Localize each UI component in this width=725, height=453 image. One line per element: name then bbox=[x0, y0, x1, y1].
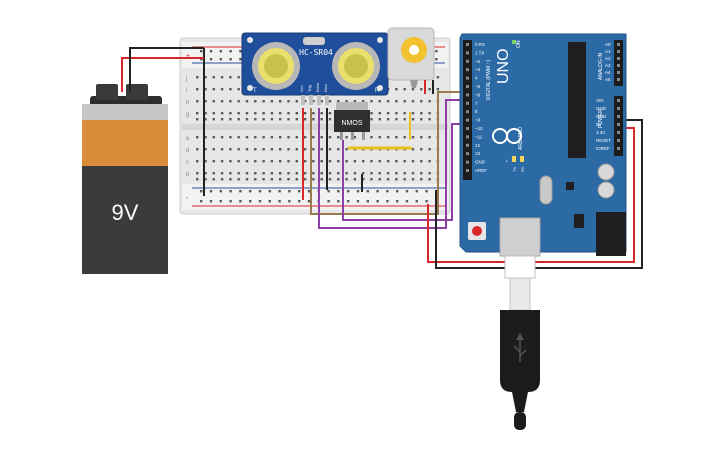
sensor-pin-trig: Trig bbox=[307, 85, 312, 92]
header-pins bbox=[466, 43, 620, 172]
rail-plus-label: + bbox=[186, 53, 190, 60]
ultrasonic-sensor: HC-SR04 T R Vcc Trig Echo Gnd bbox=[241, 32, 389, 105]
row-letter: e bbox=[186, 136, 190, 142]
analog-pin-label: A1 bbox=[605, 49, 611, 54]
power-pin-label: 5V bbox=[596, 122, 602, 127]
analog-header-label: ANALOG IN bbox=[598, 52, 604, 80]
row-letter: g bbox=[186, 112, 189, 118]
digital-pin-label: 1 TX bbox=[475, 50, 484, 55]
battery-label: 9V bbox=[112, 200, 139, 225]
power-pin-label: GND bbox=[596, 114, 607, 119]
sensor-pin-gnd: Gnd bbox=[323, 84, 328, 92]
atmega-chip bbox=[568, 42, 586, 158]
battery-positive-wire bbox=[121, 57, 204, 92]
nmos-transistor: NMOS bbox=[334, 102, 370, 140]
sensor-r-label: R bbox=[375, 88, 380, 94]
power-pin-label: IOREF bbox=[596, 146, 610, 151]
digital-pin-label: 4 bbox=[475, 76, 478, 81]
digital-pin-label: AREF bbox=[475, 168, 487, 173]
analog-pin-label: A4 bbox=[605, 70, 611, 75]
on-led-label: ON bbox=[516, 40, 522, 48]
sensor-model: HC-SR04 bbox=[299, 48, 333, 57]
capacitor bbox=[597, 163, 615, 181]
rx-label: RX bbox=[520, 166, 525, 172]
digital-pin-label: 8 bbox=[475, 109, 478, 114]
mosfet-label: NMOS bbox=[342, 120, 363, 127]
analog-pin-label: A2 bbox=[605, 56, 611, 61]
digital-pin-label: ~2 bbox=[475, 59, 481, 64]
mosfet-gate-wire bbox=[342, 123, 468, 221]
digital-header-label: DIGITAL (PWM ~) bbox=[486, 60, 492, 100]
digital-pin-label: 0 RX bbox=[475, 42, 485, 47]
power-pin-label: GND bbox=[596, 106, 607, 111]
analog-pin-label: A0 bbox=[605, 42, 611, 47]
arduino-logo: ARDUINO bbox=[492, 127, 524, 150]
crystal bbox=[539, 175, 553, 205]
sensor-echo-wire bbox=[318, 99, 468, 229]
l-label: L bbox=[506, 158, 509, 163]
arduino-5v-wire bbox=[427, 127, 635, 263]
sensor-pin-vcc: Vcc bbox=[299, 85, 304, 92]
usb-cable bbox=[500, 255, 540, 430]
capacitor bbox=[597, 181, 615, 199]
digital-pin-label: ~6 bbox=[475, 92, 481, 97]
sensor-pin-echo: Echo bbox=[315, 82, 320, 92]
row-letter: d bbox=[186, 148, 189, 154]
power-header-label: POWER bbox=[598, 109, 604, 128]
trig-to-arduino-wire bbox=[437, 91, 466, 214]
tx-label: TX bbox=[512, 167, 517, 172]
digital-pin-label: ~11 bbox=[475, 134, 483, 139]
row-letter: b bbox=[186, 172, 190, 178]
power-pin-label: RESET bbox=[596, 138, 611, 143]
row-letter: j bbox=[185, 76, 187, 82]
row-letter: h bbox=[186, 100, 189, 106]
digital-pin-label: ~9 bbox=[475, 118, 481, 123]
analog-pin-label: A5 bbox=[605, 77, 611, 82]
reset-button[interactable] bbox=[472, 226, 482, 236]
arduino-gnd-wire bbox=[435, 119, 643, 269]
power-jack bbox=[596, 212, 626, 256]
digital-pin-label: 12 bbox=[475, 143, 481, 148]
brand-label: ARDUINO bbox=[518, 127, 524, 150]
transmitter-transducer bbox=[252, 42, 300, 90]
rail-minus-label: - bbox=[186, 195, 189, 202]
digital-pin-label: 13 bbox=[475, 151, 481, 156]
digital-pin-label: ~5 bbox=[475, 84, 481, 89]
digital-pin-label: GND bbox=[475, 160, 486, 165]
usb-symbol-icon bbox=[513, 333, 527, 362]
board-name: UNO bbox=[495, 48, 512, 84]
digital-pin-label: ~10 bbox=[475, 126, 483, 131]
digital-pin-label: 7 bbox=[475, 101, 478, 106]
digital-pin-label: ~3 bbox=[475, 67, 481, 72]
battery-negative-wire bbox=[129, 47, 204, 92]
sensor-t-label: T bbox=[253, 88, 257, 94]
power-pin-label: VIN bbox=[596, 98, 604, 103]
receiver-transducer bbox=[332, 42, 380, 90]
row-letter: i bbox=[186, 88, 187, 94]
row-letter: c bbox=[186, 160, 189, 166]
usb-port bbox=[499, 217, 541, 257]
analog-pin-label: A3 bbox=[605, 63, 611, 68]
power-pin-label: 3.3V bbox=[596, 130, 605, 135]
battery-9v: 9V bbox=[82, 84, 168, 274]
dc-motor bbox=[387, 27, 435, 94]
